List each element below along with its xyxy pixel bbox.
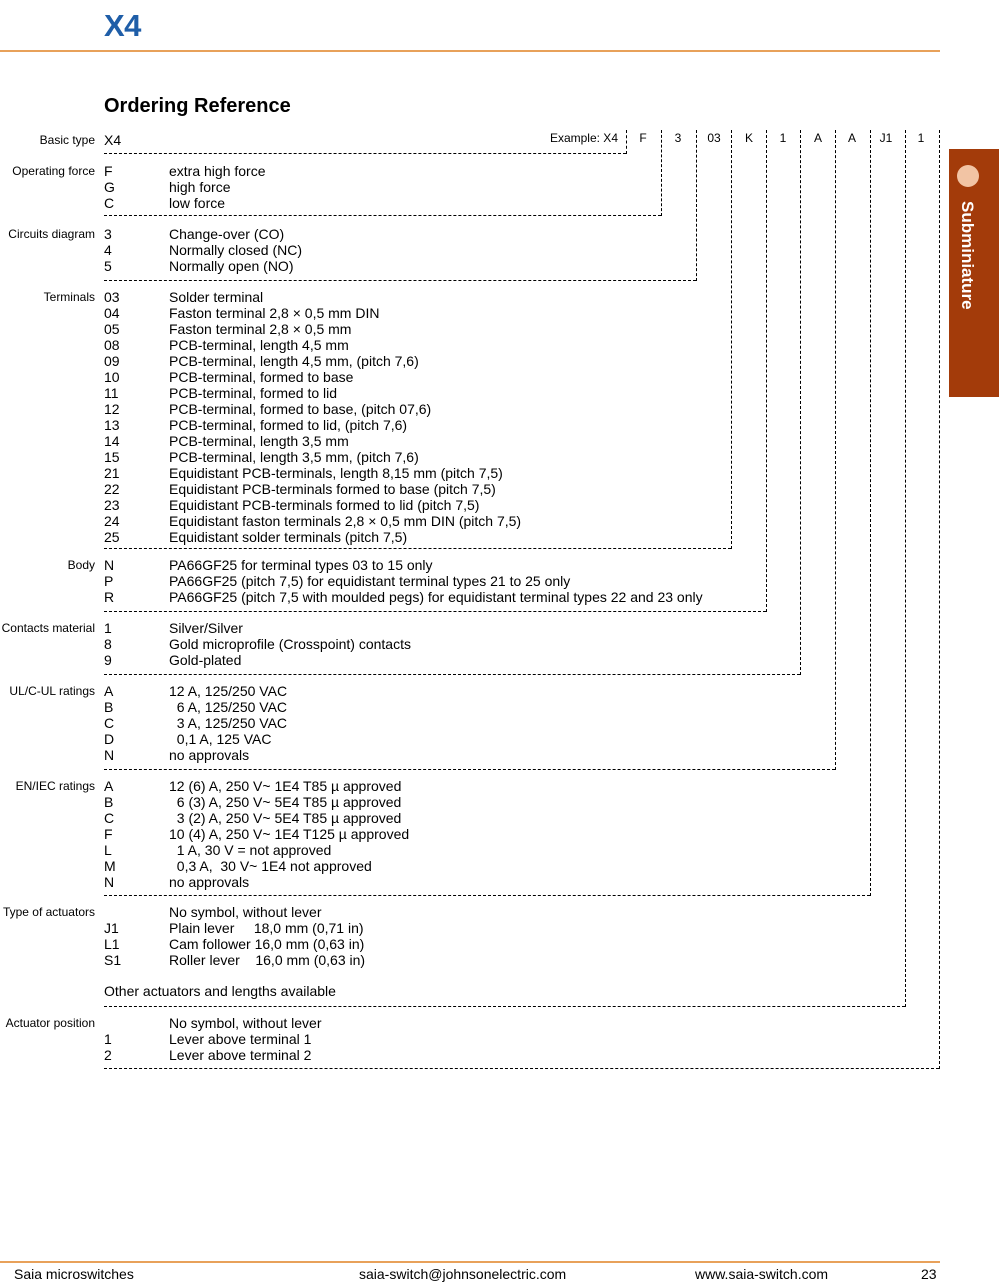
codes-position: 1 2 bbox=[104, 1031, 112, 1063]
descs-circuits: Change-over (CO) Normally closed (NC) No… bbox=[169, 226, 303, 274]
dash-drop-body bbox=[766, 130, 767, 612]
example-code-terminal: 03 bbox=[707, 131, 721, 145]
footer-page-number: 23 bbox=[921, 1266, 937, 1282]
actuators-note: Other actuators and lengths available bbox=[104, 983, 336, 999]
product-title: X4 bbox=[104, 8, 141, 43]
dash-drop-terminals bbox=[731, 130, 732, 549]
label-basic-type: Basic type bbox=[39, 133, 95, 147]
example-code-en: A bbox=[847, 131, 856, 145]
codes-en: A B C F L M N bbox=[104, 778, 116, 890]
dash-drop-force bbox=[661, 130, 662, 216]
codes-ul: A B C D N bbox=[104, 683, 115, 763]
dash-line-ul bbox=[104, 769, 835, 770]
codes-contacts: 1 8 9 bbox=[104, 620, 112, 668]
label-type-of-actuators: Type of actuators bbox=[2, 905, 95, 919]
footer-email[interactable]: saia-switch@johnsonelectric.com bbox=[359, 1266, 567, 1282]
header-rule bbox=[0, 50, 940, 52]
dash-line-position bbox=[104, 1068, 939, 1069]
dash-line-actuators bbox=[104, 1006, 905, 1007]
section-heading: Ordering Reference bbox=[104, 95, 291, 117]
example-code-force: F bbox=[639, 131, 647, 145]
descs-en: 12 (6) A, 250 V~ 1E4 T85 µ approved 6 (3… bbox=[169, 778, 410, 890]
descs-ul: 12 A, 125/250 VAC 6 A, 125/250 VAC 3 A, … bbox=[169, 683, 288, 763]
dash-drop-en bbox=[870, 130, 871, 896]
example-code-circuit: 3 bbox=[674, 131, 682, 145]
dash-line-contacts bbox=[104, 674, 800, 675]
dash-line-body bbox=[104, 611, 766, 612]
dash-drop-position bbox=[939, 130, 940, 1069]
dash-line-terminals bbox=[104, 548, 731, 549]
codes-actuators: J1 L1 S1 bbox=[104, 920, 122, 968]
label-operating-force: Operating force bbox=[12, 164, 95, 178]
example-code-ul: A bbox=[813, 131, 822, 145]
example-code-body: K bbox=[744, 131, 753, 145]
side-tab: Subminiature bbox=[949, 149, 999, 397]
example-code-actuator: J1 bbox=[879, 131, 893, 145]
codes-operating-force: F G C bbox=[104, 163, 115, 211]
codes-circuits: 3 4 5 bbox=[104, 226, 112, 274]
label-terminals: Terminals bbox=[43, 290, 95, 304]
label-body: Body bbox=[67, 558, 95, 572]
example-label: Example: X4 bbox=[549, 131, 618, 145]
code-basic-type: X4 bbox=[104, 132, 122, 148]
label-contacts-material: Contacts material bbox=[1, 621, 95, 635]
descs-terminals: Solder terminal Faston terminal 2,8 × 0,… bbox=[169, 289, 522, 545]
label-ul-ratings: UL/C-UL ratings bbox=[9, 684, 95, 698]
dash-line-en bbox=[104, 895, 870, 896]
dash-drop-circuits bbox=[696, 130, 697, 281]
example-code-position: 1 bbox=[917, 131, 925, 145]
dash-drop-basic bbox=[626, 130, 627, 154]
descs-body: PA66GF25 for terminal types 03 to 15 onl… bbox=[169, 557, 703, 605]
dash-line-basic bbox=[104, 153, 626, 154]
descs-position: No symbol, without lever Lever above ter… bbox=[169, 1015, 322, 1063]
label-en-ratings: EN/IEC ratings bbox=[15, 779, 95, 793]
dash-drop-actuators bbox=[905, 130, 906, 1007]
dash-drop-ul bbox=[835, 130, 836, 770]
circle-icon bbox=[957, 165, 979, 187]
label-circuits-diagram: Circuits diagram bbox=[8, 227, 95, 241]
dash-drop-contacts bbox=[800, 130, 801, 675]
descs-actuators: No symbol, without lever Plain lever 18,… bbox=[169, 904, 366, 968]
side-tab-label: Subminiature bbox=[958, 201, 977, 310]
example-code-contacts: 1 bbox=[779, 131, 787, 145]
footer-website[interactable]: www.saia-switch.com bbox=[695, 1266, 829, 1282]
codes-terminals: 03 04 05 08 09 10 11 12 13 14 15 21 22 2… bbox=[104, 289, 120, 545]
label-actuator-position: Actuator position bbox=[5, 1016, 95, 1030]
dash-line-circuits bbox=[104, 280, 696, 281]
footer-company: Saia microswitches bbox=[14, 1266, 134, 1282]
descs-operating-force: extra high force high force low force bbox=[169, 163, 266, 211]
codes-body: N P R bbox=[104, 557, 115, 605]
dash-line-force bbox=[104, 215, 661, 216]
descs-contacts: Silver/Silver Gold microprofile (Crosspo… bbox=[169, 620, 411, 668]
footer-rule bbox=[0, 1261, 940, 1263]
